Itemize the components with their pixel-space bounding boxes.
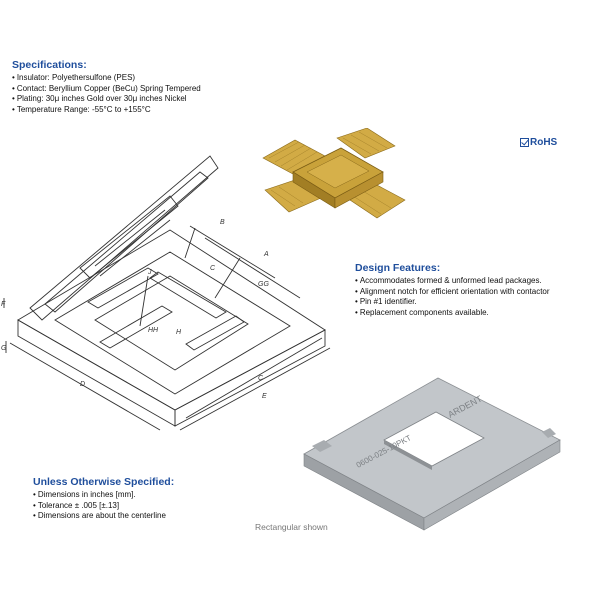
chip-package-illustration xyxy=(262,128,406,219)
unless-specified-list: Dimensions in inches [mm]. Tolerance ± .… xyxy=(33,490,174,522)
design-features-heading: Design Features: xyxy=(355,262,441,274)
socket-line-drawing: B A C GG J HH H F G D E C xyxy=(1,155,331,431)
dim-label-b: B xyxy=(220,219,225,226)
dim-label-a: A xyxy=(263,251,269,258)
dim-label-c: C xyxy=(210,265,216,272)
note-item: Dimensions in inches [mm]. xyxy=(33,490,174,501)
feature-item: Alignment notch for efficient orientatio… xyxy=(355,287,550,298)
socket-render: ARDENT 0600-025-10PKT xyxy=(303,377,561,531)
lead-lines xyxy=(268,131,392,215)
spec-item: Insulator: Polyethersulfone (PES) xyxy=(12,73,201,84)
dim-label-c2: C xyxy=(258,375,264,382)
dim-label-j: J xyxy=(147,269,152,276)
unless-specified-heading: Unless Otherwise Specified: xyxy=(33,476,175,488)
dim-label-e: E xyxy=(262,393,267,400)
checkbox-icon xyxy=(520,138,529,147)
dim-label-gg: GG xyxy=(258,281,269,288)
rohs-label: RoHS xyxy=(530,137,558,148)
socket-side-face xyxy=(423,439,561,531)
specifications-list: Insulator: Polyethersulfone (PES) Contac… xyxy=(12,73,201,115)
spec-item: Temperature Range: -55°C to +155°C xyxy=(12,105,201,116)
note-item: Tolerance ± .005 [±.13] xyxy=(33,501,174,512)
caption: Rectangular shown xyxy=(255,522,328,532)
feature-item: Replacement components available. xyxy=(355,308,550,319)
dim-label-g: G xyxy=(1,345,7,352)
note-item: Dimensions are about the centerline xyxy=(33,511,174,522)
dim-label-hh: HH xyxy=(148,327,159,334)
specifications-section: Specifications: Insulator: Polyethersulf… xyxy=(12,59,201,115)
dim-label-d: D xyxy=(80,381,85,388)
feature-item: Pin #1 identifier. xyxy=(355,297,550,308)
dim-label-h: H xyxy=(176,329,182,336)
unless-specified-section: Unless Otherwise Specified: Dimensions i… xyxy=(33,476,174,522)
design-features-list: Accommodates formed & unformed lead pack… xyxy=(355,276,550,318)
design-features-section: Design Features: Accommodates formed & u… xyxy=(355,262,550,318)
feature-item: Accommodates formed & unformed lead pack… xyxy=(355,276,550,287)
spec-item: Contact: Beryllium Copper (BeCu) Spring … xyxy=(12,84,201,95)
chip-body-side xyxy=(334,171,384,209)
specifications-heading: Specifications: xyxy=(12,59,87,71)
spec-item: Plating: 30μ inches Gold over 30μ inches… xyxy=(12,94,201,105)
dim-label-f: F xyxy=(1,301,6,308)
rohs-badge: RoHS xyxy=(520,137,557,148)
